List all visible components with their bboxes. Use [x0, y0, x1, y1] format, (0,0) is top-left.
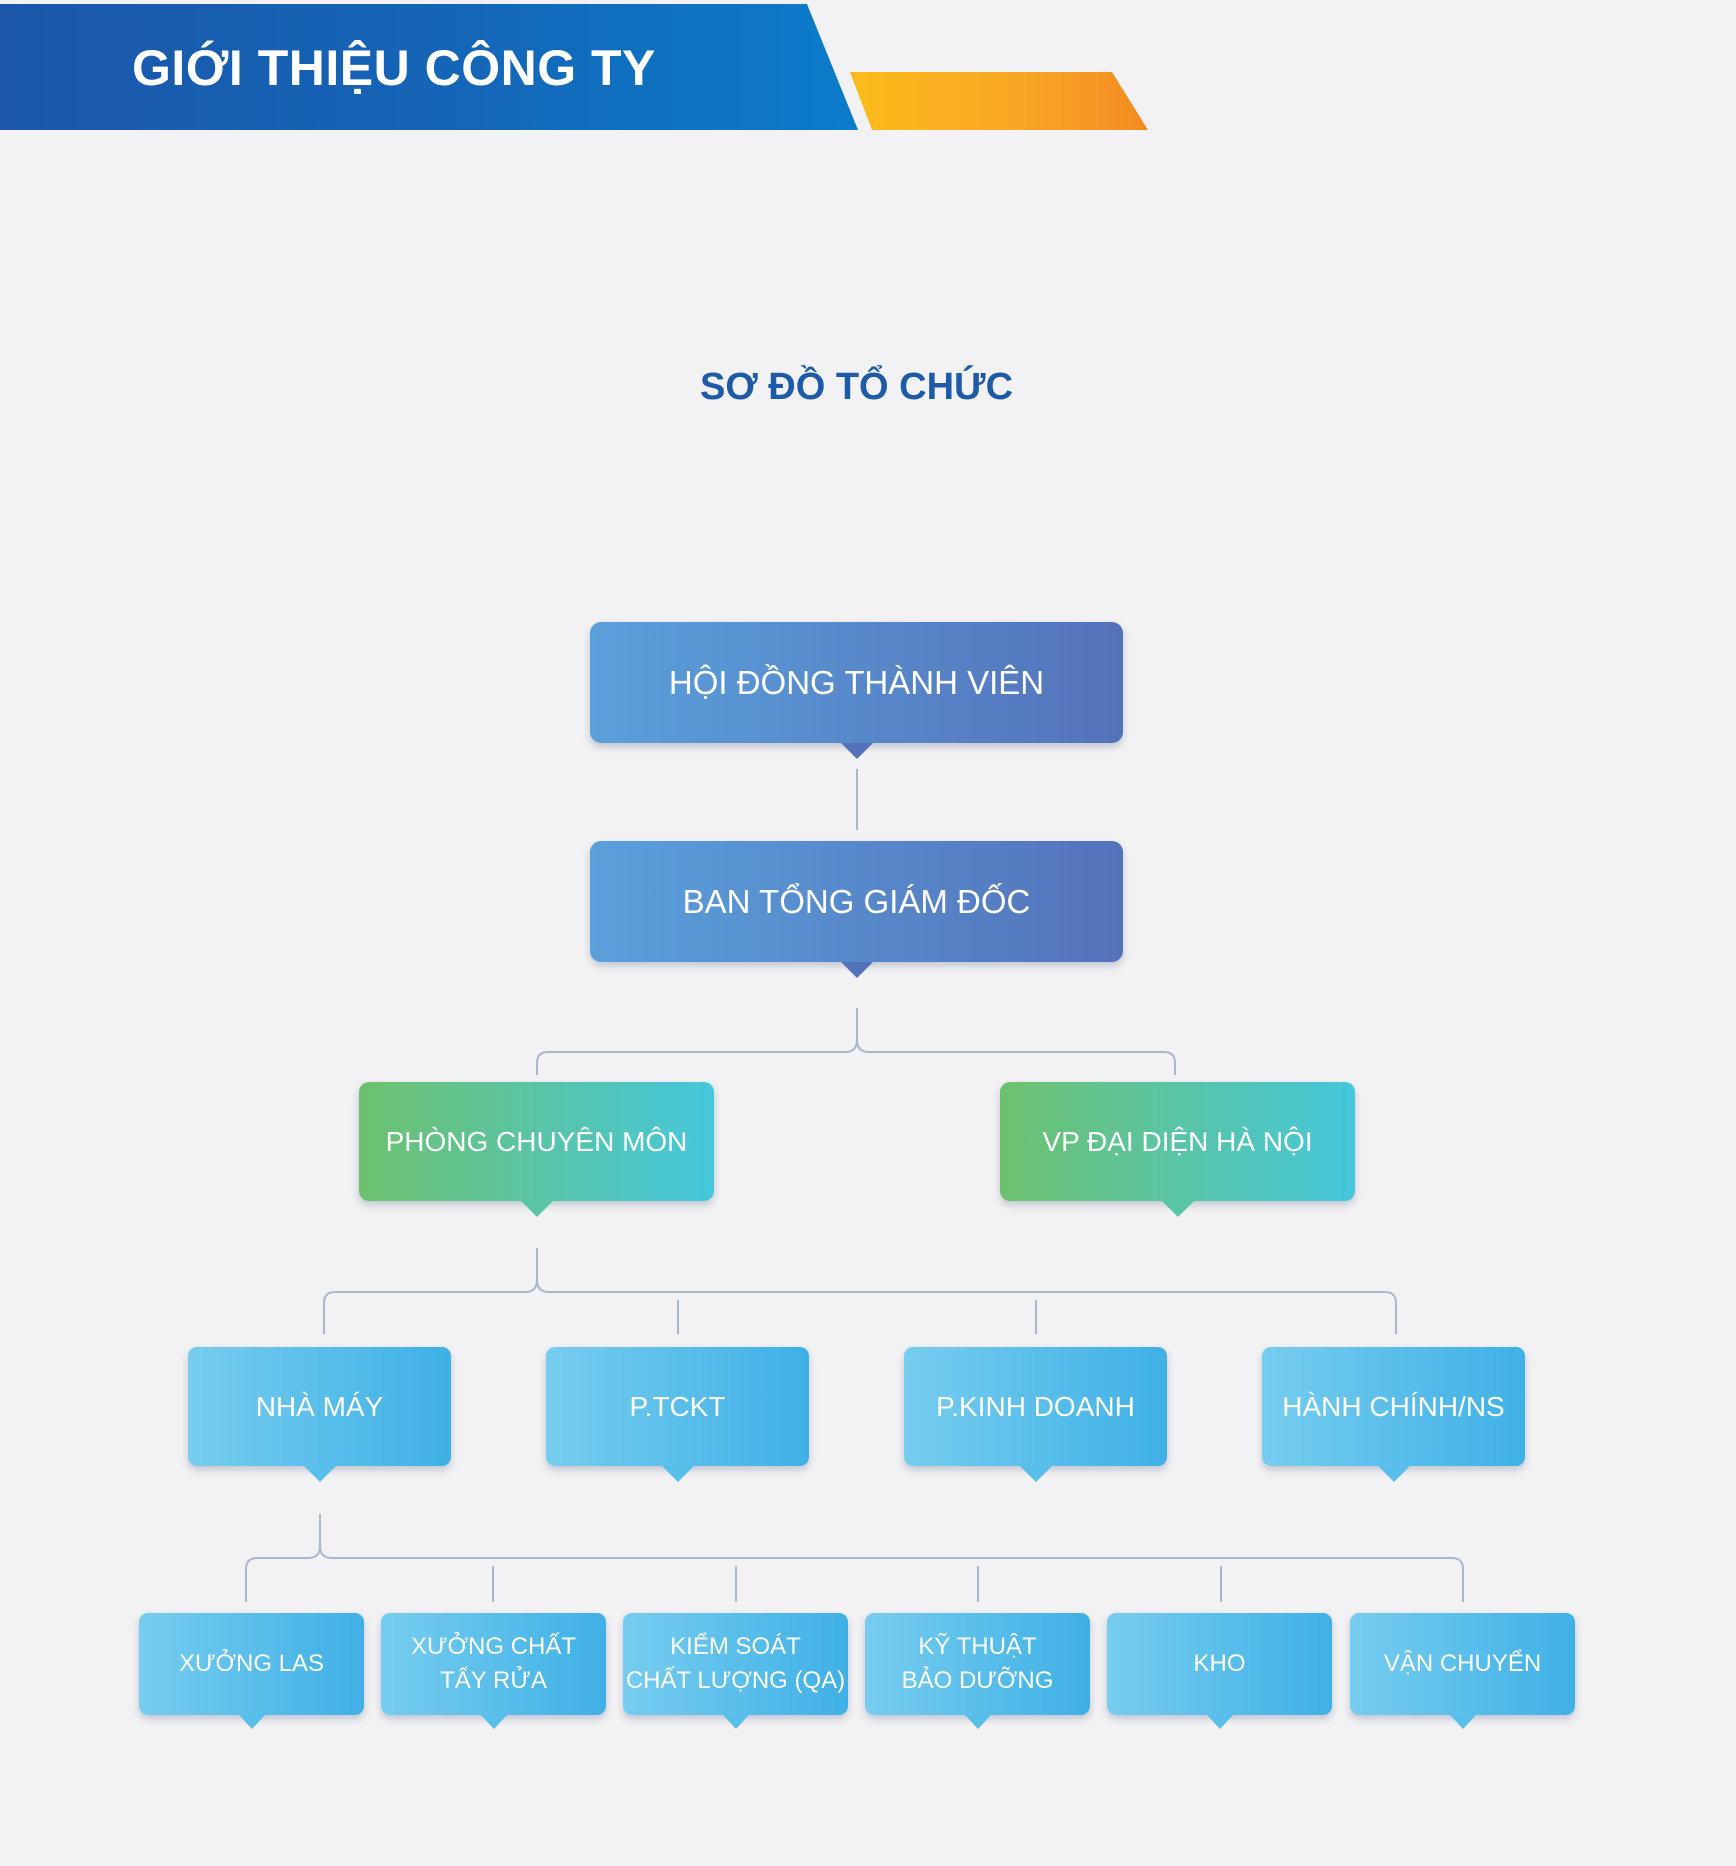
connector-factory-branch	[245, 1514, 1464, 1602]
node-label-line-2: TẨY RỬA	[440, 1667, 547, 1694]
node-las-workshop: XƯỞNG LAS	[139, 1613, 364, 1729]
node-label: HỘI ĐỒNG THÀNH VIÊN	[668, 663, 1045, 701]
node-label: XƯỞNG LAS	[178, 1650, 325, 1677]
node-label-line-2: BẢO DƯỠNG	[901, 1667, 1054, 1694]
connector-departments-branch	[323, 1248, 1397, 1334]
node-label: HÀNH CHÍNH/NS	[1282, 1390, 1505, 1422]
node-label: VP ĐẠI DIỆN HÀ NỘI	[1042, 1125, 1313, 1157]
header-banner	[0, 4, 858, 130]
page-title: GIỚI THIỆU CÔNG TY	[132, 40, 656, 96]
node-warehouse: KHO	[1107, 1613, 1332, 1729]
node-label-line-1: XƯỞNG CHẤT	[410, 1633, 577, 1660]
connector-directors-branch	[536, 1008, 1176, 1075]
node-label: P.KINH DOANH	[936, 1390, 1135, 1422]
node-quality-control: KIỂM SOÁT CHẤT LƯỢNG (QA)	[623, 1613, 848, 1729]
node-transport: VẬN CHUYỂN	[1350, 1613, 1575, 1729]
diagram-title: SƠ ĐỒ TỔ CHỨC	[699, 366, 1014, 408]
node-general-directors: BAN TỔNG GIÁM ĐỐC	[590, 841, 1123, 978]
node-sales: P.KINH DOANH	[904, 1347, 1167, 1482]
node-label: PHÒNG CHUYÊN MÔN	[385, 1125, 688, 1157]
node-label-line-1: KIỂM SOÁT	[670, 1633, 801, 1660]
node-label: VẬN CHUYỂN	[1383, 1650, 1542, 1677]
node-board-of-members: HỘI ĐỒNG THÀNH VIÊN	[590, 622, 1123, 759]
node-admin-hr: HÀNH CHÍNH/NS	[1262, 1347, 1525, 1482]
node-label: P.TCKT	[629, 1390, 726, 1422]
node-finance-accounting: P.TCKT	[546, 1347, 809, 1482]
node-specialized-departments: PHÒNG CHUYÊN MÔN	[359, 1082, 714, 1217]
header-accent-stripe	[850, 72, 1148, 130]
node-label-line-2: CHẤT LƯỢNG (QA)	[625, 1667, 846, 1694]
node-detergent-workshop: XƯỞNG CHẤT TẨY RỬA	[381, 1613, 606, 1729]
node-label: BAN TỔNG GIÁM ĐỐC	[682, 882, 1031, 920]
node-factory: NHÀ MÁY	[188, 1347, 451, 1482]
node-label: NHÀ MÁY	[255, 1390, 384, 1422]
node-label: KHO	[1193, 1650, 1246, 1677]
node-maintenance: KỸ THUẬT BẢO DƯỠNG	[865, 1613, 1090, 1729]
node-label-line-1: KỸ THUẬT	[918, 1633, 1037, 1660]
node-hanoi-office: VP ĐẠI DIỆN HÀ NỘI	[1000, 1082, 1355, 1217]
